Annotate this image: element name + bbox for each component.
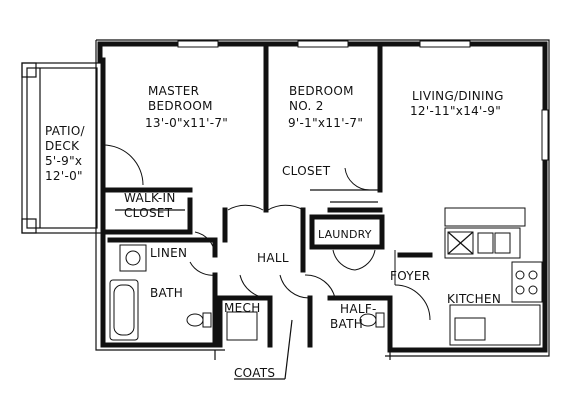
bedroom2-dims: 9'-1"x11'-7": [288, 116, 363, 130]
mech-label: MECH: [224, 301, 261, 315]
interior-walls: [100, 41, 433, 353]
halfbath-label-2: BATH: [330, 317, 363, 331]
laundry-label: LAUNDRY: [318, 228, 372, 241]
closet-label: CLOSET: [282, 164, 331, 178]
living-dims: 12'-11"x14'-9": [410, 104, 501, 118]
bedroom2-label-2: NO. 2: [289, 99, 324, 113]
coats-label: COATS: [234, 366, 275, 380]
room-labels: PATIO/ DECK 5'-9"x 12'-0" MASTER BEDROOM…: [45, 84, 504, 380]
hall-label: HALL: [257, 251, 289, 265]
living-label: LIVING/DINING: [412, 89, 504, 103]
bath-label: BATH: [150, 286, 183, 300]
doors: [102, 144, 431, 321]
foyer-label: FOYER: [390, 269, 430, 283]
master-label-1: MASTER: [148, 84, 199, 98]
patio-dim-1: 5'-9"x: [45, 154, 82, 168]
walkin-label-1: WALK-IN: [124, 191, 176, 205]
patio-label-2: DECK: [45, 139, 80, 153]
coats-leader: [284, 319, 293, 380]
kitchen-label: KITCHEN: [447, 292, 501, 306]
halfbath-label-1: HALF-: [340, 302, 377, 316]
bedroom2-label-1: BEDROOM: [289, 84, 354, 98]
patio-dim-2: 12'-0": [45, 169, 83, 183]
linen-label: LINEN: [150, 246, 187, 260]
master-dims: 13'-0"x11'-7": [145, 116, 228, 130]
fixtures: [109, 201, 543, 346]
walkin-label-2: CLOSET: [124, 206, 173, 220]
patio-label-1: PATIO/: [45, 124, 86, 138]
master-label-2: BEDROOM: [148, 99, 213, 113]
